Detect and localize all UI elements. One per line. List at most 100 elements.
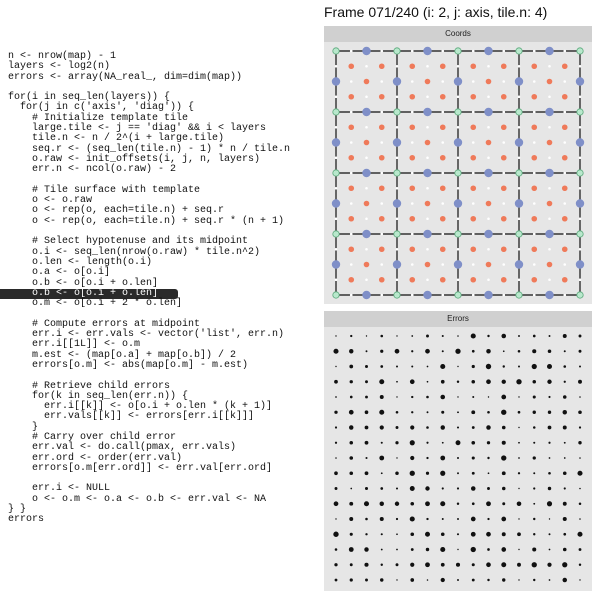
interior-point bbox=[378, 185, 385, 192]
interior-point bbox=[470, 246, 477, 253]
vertex-point bbox=[393, 291, 401, 299]
code-line: for(i in seq_len(layers)) { bbox=[8, 92, 171, 104]
interior-point bbox=[531, 185, 538, 192]
edge-midpoint bbox=[423, 290, 432, 300]
error-dot bbox=[577, 531, 583, 537]
faint-point bbox=[395, 125, 399, 129]
error-dot bbox=[470, 486, 476, 491]
error-dot bbox=[501, 394, 507, 400]
error-dot bbox=[410, 425, 415, 430]
error-dot bbox=[532, 410, 536, 414]
vertex-point bbox=[332, 169, 340, 177]
error-dot bbox=[471, 563, 475, 567]
vertex-point bbox=[454, 47, 462, 55]
error-dot bbox=[410, 548, 414, 551]
edge-midpoint bbox=[392, 260, 402, 269]
faint-point bbox=[471, 49, 475, 53]
interior-point bbox=[531, 124, 538, 131]
error-dot bbox=[563, 487, 566, 490]
error-dot bbox=[395, 410, 399, 414]
interior-point bbox=[546, 200, 553, 207]
error-dot bbox=[548, 395, 551, 399]
error-dot bbox=[501, 455, 507, 461]
edge-midpoint bbox=[514, 77, 524, 86]
faint-point bbox=[578, 156, 582, 160]
error-dot bbox=[380, 441, 383, 444]
error-dot bbox=[426, 365, 429, 368]
error-dot bbox=[578, 410, 582, 415]
faint-point bbox=[426, 125, 429, 129]
interior-point bbox=[424, 78, 431, 85]
code-line: # Retrieve child errors bbox=[8, 380, 171, 392]
error-dot bbox=[548, 471, 551, 475]
code-line: o.b <- o[o.i + o.len] bbox=[8, 277, 159, 289]
code-line: # Compute errors at midpoint bbox=[8, 318, 201, 330]
interior-point bbox=[500, 215, 507, 222]
error-dot bbox=[350, 334, 353, 338]
interior-point bbox=[561, 215, 568, 222]
faint-point bbox=[395, 247, 399, 251]
edge-midpoint bbox=[545, 229, 554, 239]
error-dot bbox=[533, 533, 536, 536]
interior-point bbox=[439, 246, 446, 253]
vertex-point bbox=[332, 291, 340, 299]
error-dot bbox=[579, 487, 581, 490]
faint-point bbox=[410, 263, 414, 266]
edge-midpoint bbox=[575, 138, 585, 147]
edge-midpoint bbox=[453, 260, 463, 269]
faint-point bbox=[548, 95, 551, 99]
errors-panel: Errors bbox=[324, 311, 592, 591]
interior-point bbox=[561, 276, 568, 283]
error-dot bbox=[395, 517, 399, 521]
error-dot bbox=[486, 425, 491, 430]
code-line: for(k in seq_len(err.n)) { bbox=[8, 390, 189, 402]
error-dot bbox=[440, 379, 445, 384]
code-line: errors[o.m[err.ord]] <- err.val[err.ord] bbox=[8, 462, 273, 474]
error-dot bbox=[380, 533, 383, 536]
error-dot bbox=[335, 396, 337, 398]
error-dot bbox=[562, 395, 567, 399]
error-dot bbox=[486, 348, 491, 354]
error-dot bbox=[457, 411, 459, 414]
error-dot bbox=[334, 410, 338, 414]
error-dot bbox=[547, 349, 552, 354]
interior-point bbox=[348, 215, 355, 222]
error-dot bbox=[518, 487, 520, 490]
error-dot bbox=[578, 426, 582, 429]
error-dot bbox=[440, 577, 445, 583]
interior-point bbox=[531, 93, 538, 100]
edge-midpoint bbox=[514, 138, 524, 147]
error-dot bbox=[441, 518, 444, 520]
interior-point bbox=[409, 154, 416, 161]
code-line: # Tile surface with template bbox=[8, 184, 201, 196]
error-dot bbox=[364, 440, 369, 445]
vertex-point bbox=[393, 47, 401, 55]
error-dot bbox=[547, 410, 552, 414]
error-dot bbox=[365, 533, 368, 536]
error-dot bbox=[486, 441, 491, 445]
faint-point bbox=[441, 141, 445, 144]
error-dot bbox=[579, 457, 581, 459]
faint-point bbox=[563, 202, 567, 205]
faint-point bbox=[502, 171, 506, 175]
vertex-point bbox=[576, 230, 584, 238]
edge-midpoint bbox=[423, 107, 432, 117]
faint-point bbox=[517, 95, 521, 99]
faint-point bbox=[517, 278, 521, 282]
error-dot bbox=[411, 350, 414, 353]
edge-midpoint bbox=[331, 77, 341, 86]
code-line: tile.n <- n / 2^(i + large.tile) bbox=[8, 133, 225, 145]
error-dot bbox=[410, 455, 415, 461]
code-line: o <- rep(o, each=tile.n) + seq.r bbox=[8, 205, 225, 217]
error-dot bbox=[456, 456, 460, 460]
faint-point bbox=[334, 247, 338, 251]
faint-point bbox=[532, 110, 536, 114]
error-dot bbox=[409, 486, 415, 491]
vertex-point bbox=[332, 108, 340, 116]
faint-point bbox=[532, 263, 536, 266]
error-dot bbox=[349, 501, 354, 506]
interior-point bbox=[363, 78, 370, 85]
error-dot bbox=[456, 426, 460, 429]
interior-point bbox=[439, 215, 446, 222]
